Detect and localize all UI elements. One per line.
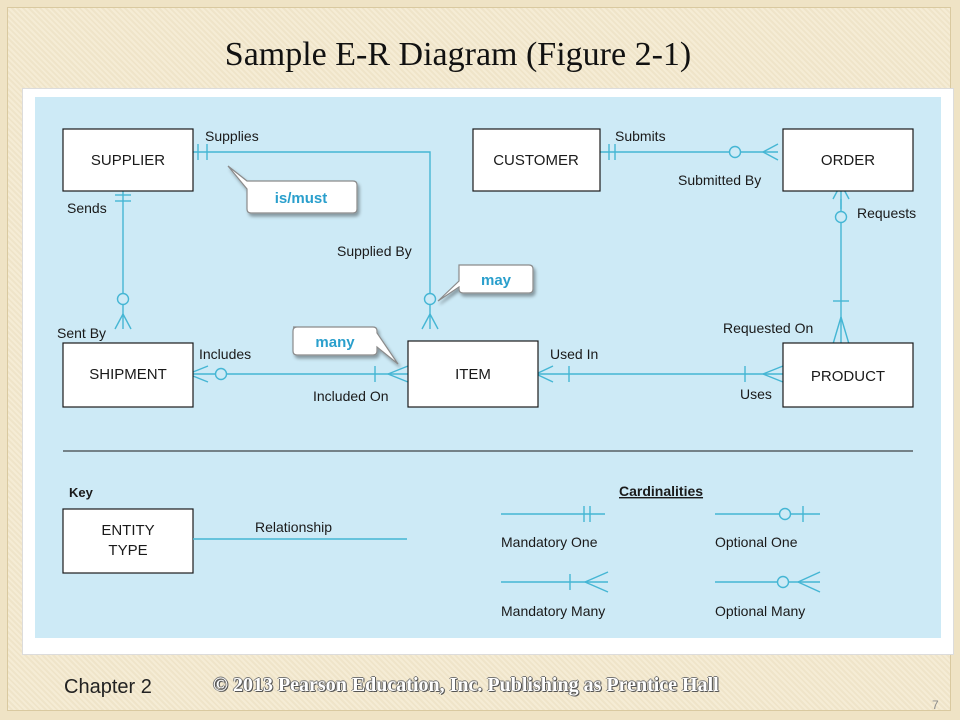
entity-customer-label: CUSTOMER [493, 152, 579, 169]
entity-supplier [62, 128, 194, 192]
rel-supplied-by: Supplied By [337, 243, 412, 259]
card-order-requests [834, 210, 848, 224]
rel-sent-by: Sent By [57, 325, 106, 341]
key-relationship-label: Relationship [255, 519, 332, 535]
entity-item-label: ITEM [455, 366, 491, 383]
entity-product [782, 342, 914, 408]
callout-may-text: may [481, 272, 512, 289]
key-optional-one-symbol [715, 506, 820, 522]
diagram-panel: SUPPLIER CUSTOMER ORDER SHIPMENT ITEM PR… [22, 88, 954, 655]
rel-used-in: Used In [550, 346, 598, 362]
rel-submits: Submits [615, 128, 666, 144]
rel-includes: Includes [199, 346, 251, 362]
key-optional-one-label: Optional One [715, 534, 798, 550]
rel-requested-on: Requested On [723, 320, 813, 336]
card-shipment-includes [214, 367, 228, 381]
key-mandatory-one-symbol [501, 506, 605, 522]
callout-is-must-text: is/must [275, 190, 328, 207]
key-mandatory-many-symbol [501, 571, 609, 593]
slide-title: Sample E-R Diagram (Figure 2-1) [224, 36, 692, 73]
relationship-lines [114, 143, 850, 383]
entity-product-label: PRODUCT [811, 368, 885, 385]
callout-many: many [292, 326, 399, 365]
card-shipment-sent-by [116, 292, 130, 306]
er-diagram: SUPPLIER CUSTOMER ORDER SHIPMENT ITEM PR… [35, 97, 941, 638]
key-entity-type-line2: TYPE [108, 542, 147, 559]
entity-order [782, 128, 914, 192]
card-item-supplied-by [423, 292, 437, 306]
entity-customer [472, 128, 601, 192]
key-cardinalities-heading: Cardinalities [619, 483, 703, 499]
key-mandatory-one-label: Mandatory One [501, 534, 598, 550]
rel-sends: Sends [67, 200, 107, 216]
key-mandatory-many-label: Mandatory Many [501, 603, 605, 619]
rel-uses: Uses [740, 386, 772, 402]
line-supplier-item [188, 151, 431, 329]
entity-item [407, 340, 539, 408]
key-optional-many-label: Optional Many [715, 603, 805, 619]
rel-supplies: Supplies [205, 128, 259, 144]
entity-supplier-label: SUPPLIER [91, 152, 165, 169]
entity-shipment [62, 342, 194, 408]
footer-page-number: 7 [932, 698, 939, 712]
callout-many-text: many [315, 334, 355, 351]
entity-order-label: ORDER [821, 152, 875, 169]
footer-copyright: © 2013 Pearson Education, Inc. Publishin… [213, 674, 719, 696]
key-entity-type-box [62, 508, 194, 574]
card-order-submitted-by [728, 145, 742, 159]
entity-shipment-label: SHIPMENT [89, 366, 167, 383]
footer-chapter: Chapter 2 [64, 676, 152, 698]
rel-submitted-by: Submitted By [678, 172, 761, 188]
callout-may: may [437, 264, 534, 302]
rel-included-on: Included On [313, 388, 389, 404]
rel-requests: Requests [857, 205, 916, 221]
slide-frame: Sample E-R Diagram (Figure 2-1) [7, 7, 954, 712]
key-entity-type-line1: ENTITY [101, 522, 154, 539]
callout-is-must: is/must [227, 165, 358, 214]
key-heading: Key [69, 485, 94, 500]
key-optional-many-symbol [715, 571, 821, 593]
